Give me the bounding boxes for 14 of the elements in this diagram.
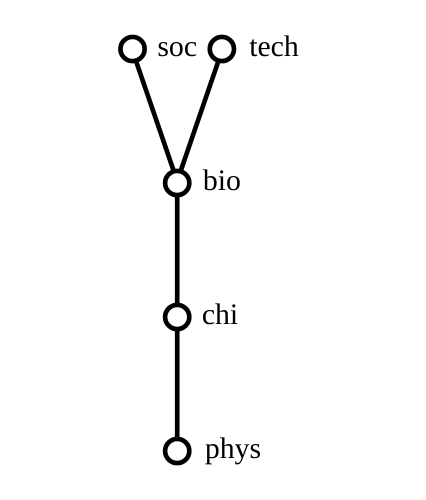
node-circle [162, 168, 192, 198]
node-label: phys [204, 432, 261, 466]
connector [174, 196, 180, 305]
node-label: tech [248, 30, 298, 64]
node-label: soc [156, 30, 197, 64]
node-circle [118, 34, 146, 64]
node-label: bio [202, 164, 240, 198]
node-circle [206, 34, 236, 64]
connector [178, 60, 220, 172]
connector [133, 60, 176, 172]
node-circle [162, 436, 192, 466]
node-circle [162, 302, 192, 332]
node-label: chi [201, 298, 238, 332]
connector [174, 330, 180, 439]
